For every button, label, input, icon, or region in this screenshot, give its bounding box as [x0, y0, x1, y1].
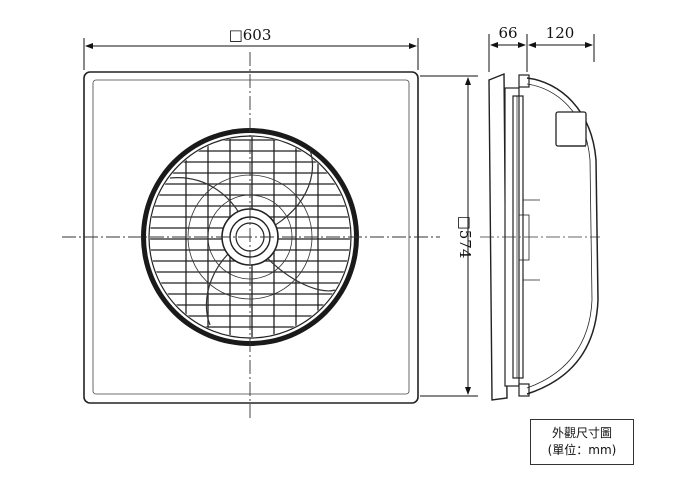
width-dimension: [83, 38, 419, 70]
center-lines: [62, 52, 440, 420]
side-view: 66 120: [480, 24, 600, 401]
legend-box: 外觀尺寸圖 (單位：mm): [530, 419, 634, 465]
width-label: □603: [229, 26, 272, 44]
legend-unit: (單位：mm): [547, 443, 617, 457]
depth-dimension: [488, 34, 595, 72]
depth-back-label: 120: [546, 24, 575, 42]
depth-front-label: 66: [498, 24, 517, 42]
front-view: □603 □574: [62, 26, 478, 420]
height-label: □574: [456, 216, 474, 259]
height-dimension: [420, 75, 478, 397]
junction-box: [555, 111, 587, 147]
legend-title: 外觀尺寸圖: [551, 426, 612, 440]
